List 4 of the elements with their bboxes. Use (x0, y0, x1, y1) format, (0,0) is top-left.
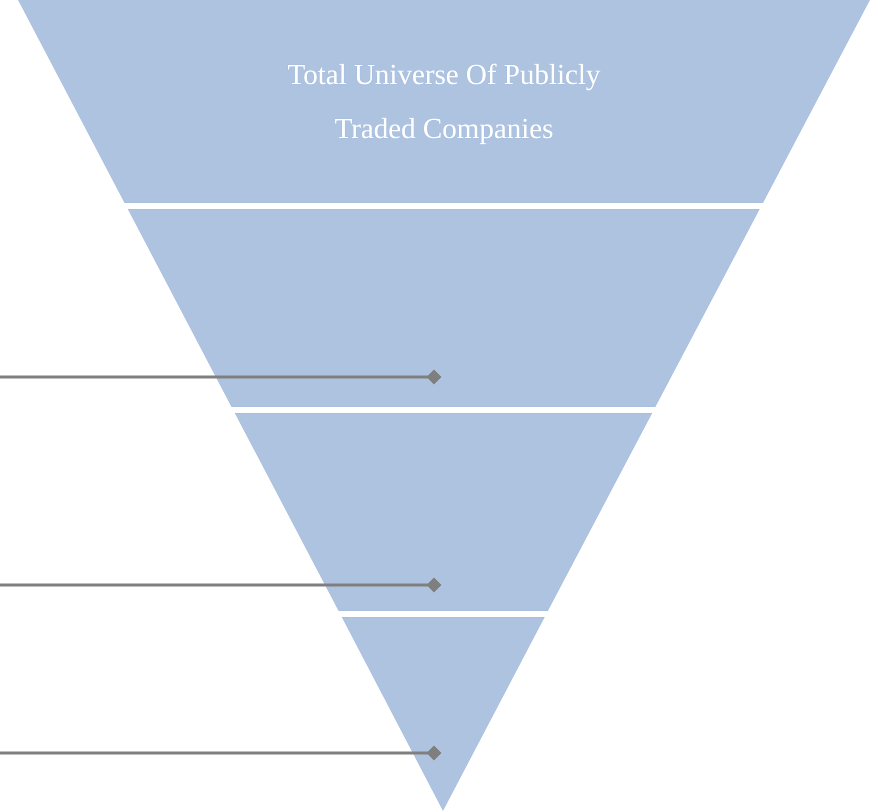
leader-line (0, 370, 442, 384)
leader-line (0, 746, 442, 760)
segment-title: Total Universe Of Publicly Traded Companies (286, 58, 602, 147)
leader-line (0, 578, 442, 592)
